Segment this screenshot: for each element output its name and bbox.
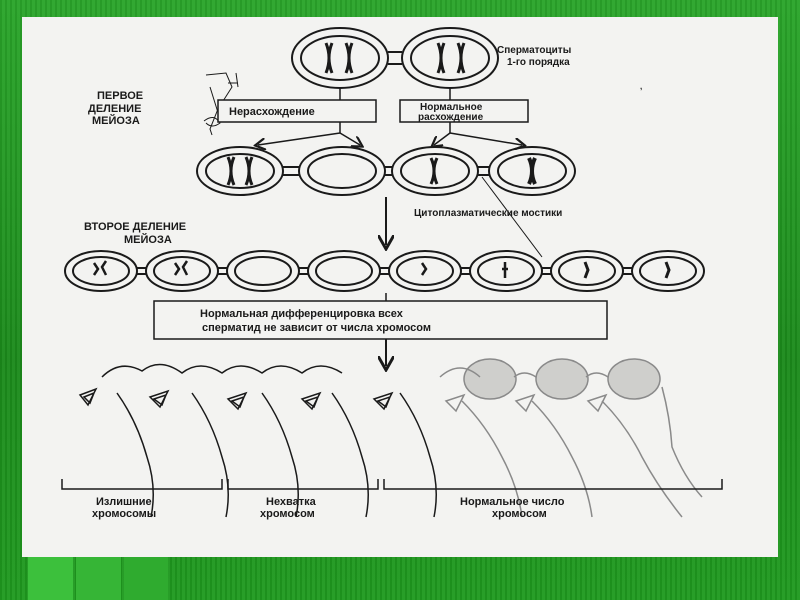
first-division-label-2: ДЕЛЕНИЕ <box>88 103 141 115</box>
svg-text:,: , <box>640 82 642 91</box>
differentiation-label-1: Нормальная дифференцировка всех <box>200 308 404 320</box>
normal-separation-box <box>399 99 529 123</box>
secondary-spermatocytes-row <box>196 146 576 196</box>
normal-separation-label-2: расхождение <box>418 112 484 123</box>
top-connectors <box>258 88 522 145</box>
first-division-label-1: ПЕРВОЕ <box>97 90 143 102</box>
spermatocytes-label-1: Сперматоциты <box>497 45 571 56</box>
group-brackets <box>61 479 723 490</box>
bridges-label: Цитоплазматические мостики <box>414 208 562 219</box>
differentiation-label-2: сперматид не зависит от числа хромосом <box>202 322 431 334</box>
second-division-label-1: ВТОРОЕ ДЕЛЕНИЕ <box>84 221 186 233</box>
top-spermatocytes <box>291 27 499 89</box>
normal-count-label-1: Нормальное число <box>460 496 565 508</box>
excess-label-1: Излишние <box>96 496 152 508</box>
spermatozoa-row <box>78 358 703 518</box>
first-division-label-3: МЕЙОЗА <box>92 114 140 127</box>
spermatids-row <box>64 250 705 292</box>
second-division-label-2: МЕЙОЗА <box>124 233 172 246</box>
normal-count-label-2: хромосом <box>492 508 547 520</box>
nondisjunction-label: Нерасхождение <box>229 106 315 118</box>
spermatozoa-faded <box>439 358 703 518</box>
spermatocytes-label-2: 1-го порядка <box>507 57 570 68</box>
excess-label-2: хромосомы <box>92 508 156 520</box>
meiosis-diagram: Сперматоциты 1-го порядка , ПЕРВОЕ ДЕЛЕН… <box>61 27 723 520</box>
normal-separation-label-1: Нормальное <box>420 102 483 113</box>
bridges-pointer <box>481 176 543 258</box>
differentiation-box <box>153 300 608 340</box>
nondisjunction-box <box>217 99 377 123</box>
lack-label-1: Нехватка <box>266 496 317 508</box>
spermatozoa-dark <box>78 363 437 518</box>
lack-label-2: хромосом <box>260 508 315 520</box>
slide-panel: Сперматоциты 1-го порядка , ПЕРВОЕ ДЕЛЕН… <box>22 17 778 557</box>
decorative-tiles <box>28 556 168 600</box>
